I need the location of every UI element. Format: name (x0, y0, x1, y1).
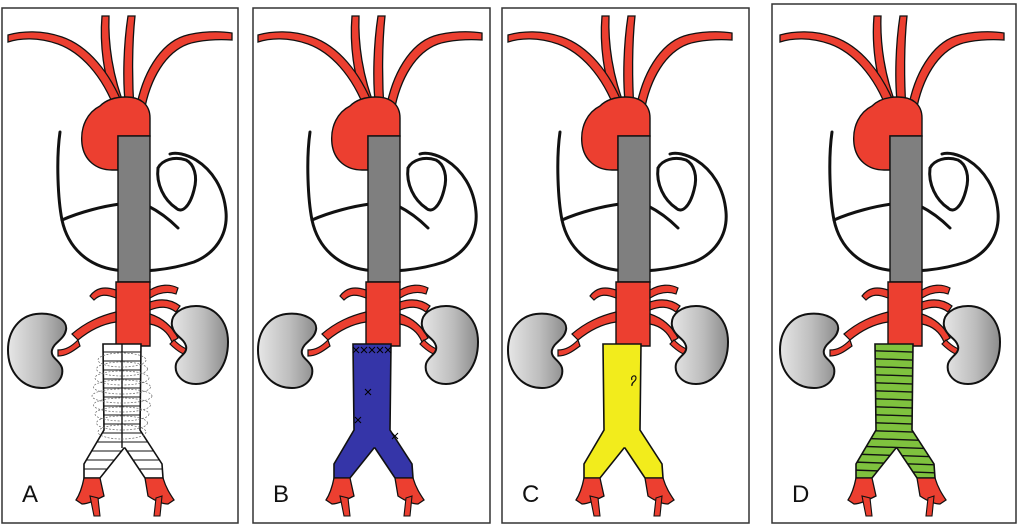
thoracic-aorta-segment (118, 136, 150, 282)
panel-label: B (273, 481, 289, 508)
abdominal-aorta (616, 282, 650, 346)
panel-label: D (792, 481, 809, 508)
panel-b: B (253, 8, 490, 523)
panel-label: A (22, 481, 38, 508)
panel-c: C (502, 8, 749, 523)
panel-a: A (2, 8, 238, 523)
panel-label: C (522, 481, 539, 508)
abdominal-aorta (366, 282, 400, 346)
panel-d: D (772, 4, 1016, 523)
thoracic-aorta-segment (368, 136, 400, 282)
abdominal-aorta (116, 282, 150, 346)
thoracic-aorta-segment (890, 136, 922, 282)
thoracic-aorta-segment (618, 136, 650, 282)
abdominal-aorta (888, 282, 922, 346)
